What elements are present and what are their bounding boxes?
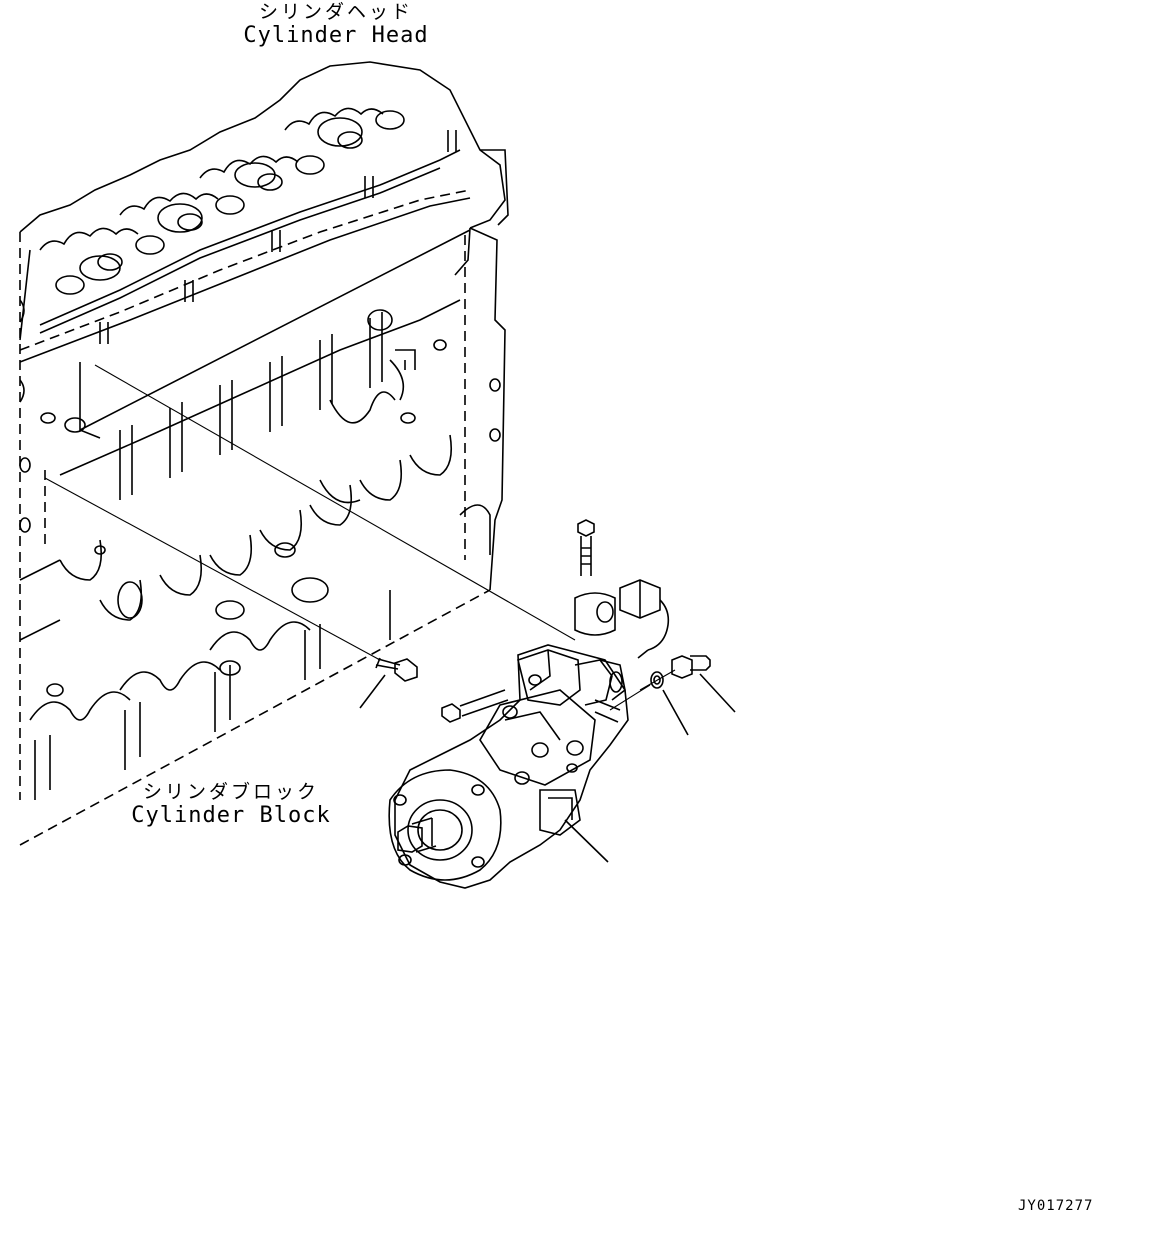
mounting-bolt bbox=[359, 657, 418, 709]
assembly-lines bbox=[44, 364, 676, 711]
cylinder-head bbox=[19, 61, 509, 800]
cylinder-head-label-en: Cylinder Head bbox=[243, 23, 429, 48]
washer bbox=[650, 671, 689, 736]
cylinder-block-label: シリンダブロック Cylinder Block bbox=[126, 780, 336, 828]
cylinder-head-label-ja: シリンダヘッド bbox=[258, 1, 413, 23]
vertical-bolt bbox=[577, 519, 595, 576]
cylinder-block-label-ja: シリンダブロック bbox=[142, 781, 319, 803]
cylinder-head-label: シリンダヘッド Cylinder Head bbox=[236, 0, 436, 48]
cylinder-block bbox=[19, 227, 506, 846]
cylinder-block-label-en: Cylinder Block bbox=[131, 803, 331, 828]
drawing-number: JY017277 bbox=[1018, 1198, 1094, 1214]
fuel-supply-pump bbox=[388, 644, 629, 889]
spacer-bracket bbox=[574, 592, 616, 636]
sensor-connector bbox=[619, 579, 670, 659]
pressure-sensor bbox=[671, 655, 736, 713]
